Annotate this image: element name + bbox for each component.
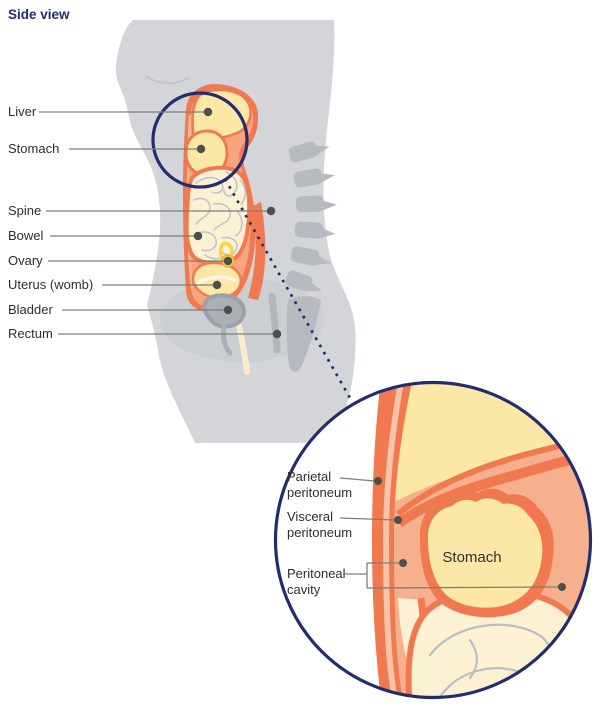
label-parietal-line2: peritoneum (287, 485, 352, 500)
breast-crease-line (145, 75, 189, 84)
inset-labels: Parietal peritoneum Visceral peritoneum … (287, 469, 566, 597)
uterus-inner-line (196, 275, 236, 285)
cavity-pointer-dot-left (399, 559, 407, 567)
inset-stomach-label: Stomach (442, 549, 501, 566)
sacrum-bone (286, 296, 321, 372)
cavity-pointer-dot-right (558, 583, 566, 591)
inset-artwork (372, 382, 591, 698)
label-liver: Liver (8, 104, 37, 119)
spine-pointer-dot (266, 206, 276, 216)
label-bowel: Bowel (8, 228, 44, 243)
page-title: Side view (8, 7, 70, 22)
label-parietal-line1: Parietal (287, 469, 331, 484)
inset-parietal-band (372, 382, 416, 698)
spine-bones (268, 141, 338, 372)
ovary-pointer-dot (223, 256, 233, 266)
label-stomach: Stomach (8, 141, 59, 156)
rectum-canal-shape (268, 292, 281, 354)
inset-circle-border (273, 380, 593, 700)
label-cavity-line1: Peritoneal (287, 566, 346, 581)
inset-stomach-yellow (427, 498, 543, 608)
sigmoid-flare-orange (248, 202, 266, 300)
organs-main (184, 88, 252, 375)
label-uterus: Uterus (womb) (8, 277, 93, 292)
visceral-pointer-dot (394, 516, 402, 524)
uterus-pointer-dot (212, 280, 222, 290)
urethra-line (220, 324, 233, 356)
dotted-connector-line (223, 178, 352, 399)
highlight-circle (151, 91, 249, 189)
label-visceral-line1: Visceral (287, 509, 333, 524)
label-visceral-line2: peritoneum (287, 525, 352, 540)
label-ovary: Ovary (8, 253, 43, 268)
inset-parietal-light-stripe (382, 382, 407, 698)
parietal-pointer-dot (374, 477, 382, 485)
stomach-pointer-dot (196, 144, 206, 154)
bowel-pointer-dot (193, 231, 203, 241)
label-bladder: Bladder (8, 302, 53, 317)
label-spine: Spine (8, 203, 41, 218)
liver-pointer-dot (203, 107, 213, 117)
label-cavity-line2: cavity (287, 582, 321, 597)
cavity-bracket (343, 562, 559, 589)
bladder-pointer-dot (223, 305, 233, 315)
rectum-pointer-dot (272, 329, 282, 339)
label-rectum: Rectum (8, 326, 53, 341)
figure-labels: Liver Stomach Spine Bowel Ovary Uterus (… (8, 104, 282, 341)
